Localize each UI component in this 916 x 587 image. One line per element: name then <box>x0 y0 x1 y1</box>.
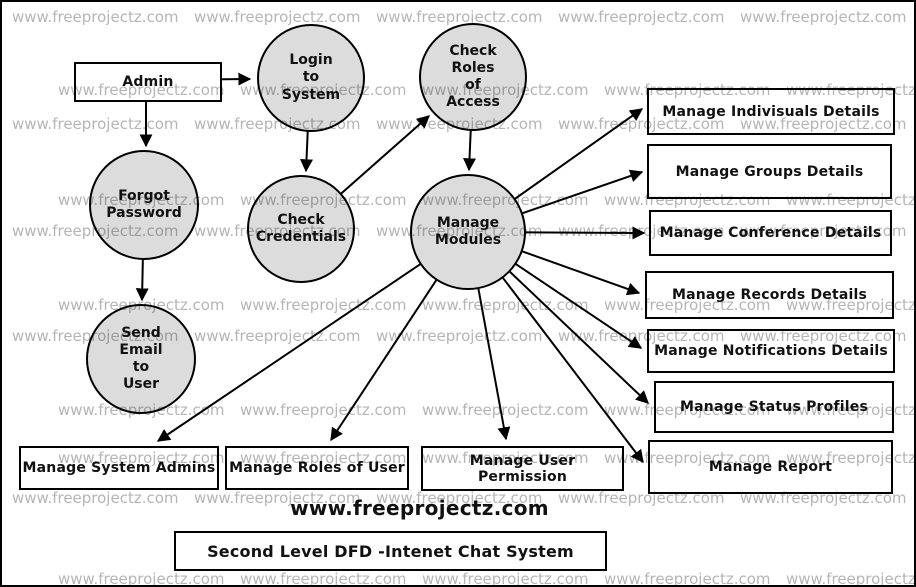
entity-manage-groups-details: Manage Groups Details <box>647 144 892 199</box>
entity-manage-roles-of-user: Manage Roles of User <box>225 446 409 490</box>
website-text: www.freeprojectz.com <box>290 496 549 520</box>
edge-modules-system-admins <box>156 231 469 442</box>
entity-manage-indivisuals-details-label: Manage Indivisuals Details <box>662 103 880 120</box>
entity-manage-system-admins-label: Manage System Admins <box>22 460 216 476</box>
entity-manage-user-permission-label: Manage User Permission <box>469 452 576 485</box>
process-send-email-to-user-label: Send Email to User <box>119 324 163 393</box>
process-check-roles-of-access: Check Roles of Access <box>419 23 527 131</box>
process-check-credentials-label: Check Credentials <box>255 211 347 245</box>
diagram-title-box: Second Level DFD -Intenet Chat System <box>174 531 607 571</box>
process-manage-modules-label: Manage Modules <box>434 214 502 248</box>
entity-manage-status-profiles-label: Manage Status Profiles <box>680 399 868 415</box>
process-forgot-password-label: Forgot Password <box>106 187 182 221</box>
entity-admin: Admin <box>74 62 222 102</box>
entity-admin-label: Admin <box>122 74 174 90</box>
entity-manage-records-details-label: Manage Records Details <box>671 287 868 303</box>
entity-manage-report-label: Manage Report <box>708 459 833 475</box>
entity-manage-records-details: Manage Records Details <box>645 271 894 319</box>
entity-manage-roles-of-user-label: Manage Roles of User <box>229 460 405 476</box>
entity-manage-system-admins: Manage System Admins <box>19 446 219 490</box>
process-check-credentials: Check Credentials <box>247 175 355 283</box>
entity-manage-notifications-details: Manage Notifications Details <box>647 329 895 373</box>
process-forgot-password: Forgot Password <box>89 150 199 260</box>
process-login-to-system: Login to System <box>257 24 365 132</box>
process-send-email-to-user: Send Email to User <box>86 304 196 414</box>
process-check-roles-of-access-label: Check Roles of Access <box>446 42 500 111</box>
entity-manage-status-profiles: Manage Status Profiles <box>654 381 894 433</box>
entity-manage-groups-details-label: Manage Groups Details <box>675 163 864 180</box>
entity-manage-conference-details-label: Manage Conference Details <box>659 225 882 241</box>
process-manage-modules: Manage Modules <box>410 174 526 290</box>
diagram-title: Second Level DFD -Intenet Chat System <box>207 541 574 561</box>
entity-manage-user-permission: Manage User Permission <box>421 446 624 491</box>
entity-manage-conference-details: Manage Conference Details <box>649 210 892 256</box>
process-login-to-system-label: Login to System <box>281 52 341 103</box>
entity-manage-notifications-details-label: Manage Notifications Details <box>654 343 888 359</box>
entity-manage-indivisuals-details: Manage Indivisuals Details <box>647 88 895 135</box>
entity-manage-report: Manage Report <box>648 440 893 494</box>
